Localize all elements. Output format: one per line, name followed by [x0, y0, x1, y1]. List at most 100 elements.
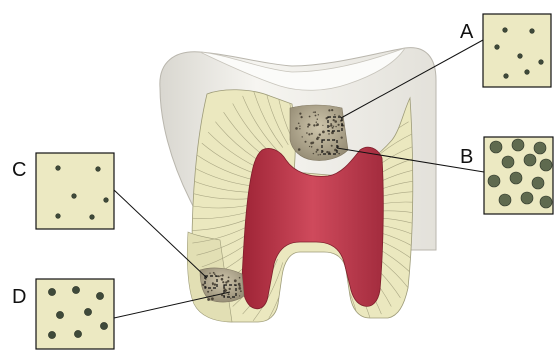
lesion-speck [238, 287, 241, 290]
lesion-speck [222, 274, 224, 276]
inset-c-dot [90, 215, 95, 220]
lesion-speck [311, 146, 313, 148]
lesion-speck [230, 298, 231, 299]
lesion-speck [202, 284, 204, 286]
inset-a-dot [530, 29, 535, 34]
lesion-speck [316, 149, 318, 151]
inset-c-dot [96, 167, 101, 172]
inset-b-dot [532, 177, 544, 189]
lesion-speck [318, 154, 319, 155]
lesion-speck [328, 133, 330, 135]
inset-b-dot [510, 172, 522, 184]
lesion-speck [309, 146, 310, 147]
lesion-speck [299, 113, 301, 115]
lesion-speck [319, 134, 321, 136]
lesion-speck [309, 116, 311, 118]
lesion-speck [338, 124, 340, 126]
lesion-speck [299, 126, 300, 127]
lesion-speck [308, 123, 310, 125]
lesion-speck [221, 279, 223, 281]
lesion-speck [316, 123, 319, 126]
label-b: B [460, 146, 473, 168]
inset-b-dot [512, 139, 524, 151]
label-d: D [12, 286, 26, 308]
inset-c-dot [56, 166, 61, 171]
inset-a-dot [504, 74, 509, 79]
inset-b-dot [524, 154, 536, 166]
lesion-speck [239, 295, 240, 296]
tubule-line [324, 269, 336, 334]
lesion-speck [228, 277, 230, 279]
lesion-speck [317, 119, 318, 120]
lesion-speck [313, 112, 314, 113]
lesion-speck [313, 153, 314, 154]
inset-c-dot [104, 198, 109, 203]
lesion-speck [322, 131, 325, 134]
lesion-speck [220, 275, 221, 276]
lesion-speck [213, 272, 215, 274]
lesion-speck [338, 153, 339, 154]
lesion-speck [328, 109, 330, 111]
lesion-speck [322, 151, 323, 152]
lesion-speck [313, 124, 315, 126]
inset-d-dot [72, 286, 79, 293]
lesion-speck [331, 131, 334, 134]
tubule-line [330, 267, 348, 330]
occlusal-caries-lesion [290, 105, 348, 161]
lesion-speck [320, 154, 322, 156]
lesion-speck [315, 115, 317, 117]
lesion-speck [330, 123, 332, 125]
inset-c-dot [72, 194, 77, 199]
lesion-speck [334, 120, 337, 123]
inset-b-dot [540, 159, 552, 171]
lesion-speck [214, 283, 216, 285]
lesion-speck [307, 126, 309, 128]
lesion-speck [239, 277, 241, 279]
lesion-speck [298, 148, 301, 151]
lesion-speck [226, 290, 228, 292]
inset-b-dot [540, 196, 552, 208]
inset-a-dot [503, 28, 508, 33]
lesion-speck [228, 281, 229, 282]
lesion-speck [326, 151, 328, 153]
inset-b-dot [499, 194, 511, 206]
inset-b-dot [488, 175, 500, 187]
inset-a-dot [495, 45, 500, 50]
lesion-speck [334, 114, 335, 115]
inset-d-dot [74, 330, 81, 337]
lesion-speck [316, 151, 318, 153]
lesion-speck [316, 122, 317, 123]
lesion-speck [299, 128, 300, 129]
tubule-line [288, 269, 300, 334]
lesion-speck [218, 275, 220, 277]
inset-c-dot [56, 214, 61, 219]
lesion-speck [212, 282, 214, 284]
lesion-speck [322, 125, 323, 126]
lesion-speck [330, 124, 332, 126]
inset-a-dot [525, 70, 530, 75]
label-a: A [460, 21, 474, 43]
tubule-line [300, 270, 307, 336]
tubule-line [312, 270, 315, 336]
lesion-speck [332, 127, 334, 129]
inset-b-dot [534, 142, 546, 154]
lesion-speck [310, 142, 313, 145]
lesion-speck [329, 125, 331, 127]
lesion-speck [207, 291, 209, 293]
inset-a-dot [518, 54, 523, 59]
inset-b-dot [490, 141, 502, 153]
inset-d-dot [56, 311, 63, 318]
lesion-speck [331, 145, 333, 147]
inset-b-dot [502, 156, 514, 168]
lesion-speck [314, 111, 316, 113]
lesion-speck [339, 115, 340, 116]
lesion-speck [298, 123, 300, 125]
lesion-speck [301, 116, 303, 118]
lesion-speck [318, 114, 319, 115]
lesion-speck [305, 141, 307, 143]
lesion-speck [302, 136, 303, 137]
inset-a-dot [539, 60, 544, 65]
lesion-speck [211, 297, 214, 300]
lesion-speck [341, 137, 343, 139]
lesion-speck [234, 279, 237, 282]
